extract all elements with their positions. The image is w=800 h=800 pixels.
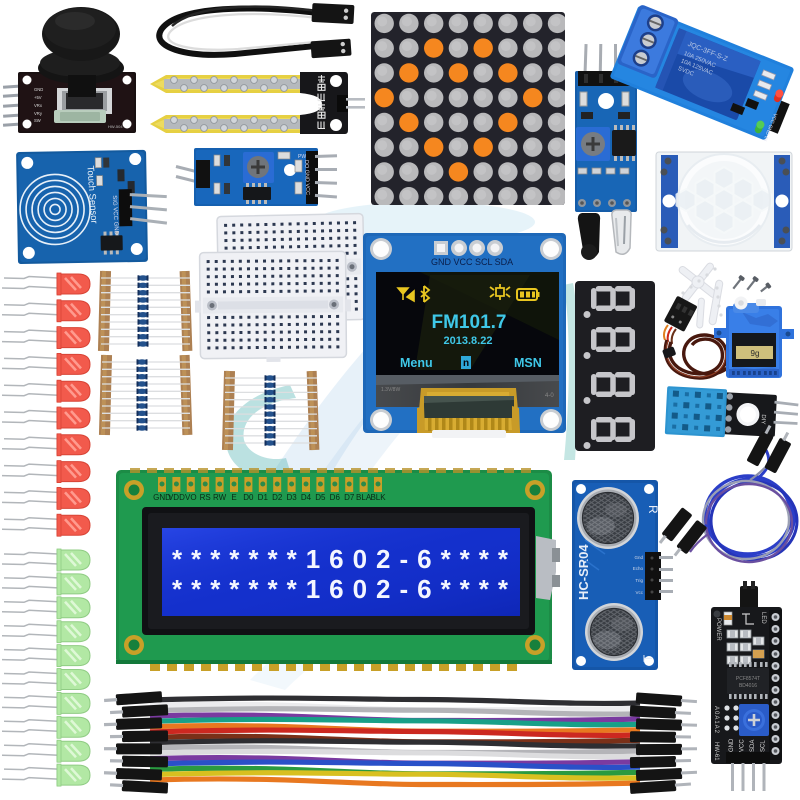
svg-text:D5: D5 [315, 493, 326, 502]
svg-text:VRy: VRy [34, 111, 43, 116]
svg-text:Gnd: Gnd [634, 555, 643, 560]
svg-text:D0: D0 [243, 493, 254, 502]
svg-text:E: E [231, 493, 236, 502]
svg-text:BLA: BLA [356, 493, 372, 502]
svg-text:D1: D1 [258, 493, 269, 502]
svg-text:D2: D2 [272, 493, 283, 502]
svg-text:DIY: DIY [759, 414, 766, 424]
svg-text:SW: SW [34, 118, 41, 123]
svg-text:RW: RW [213, 493, 227, 502]
svg-text:+5V: +5V [34, 95, 42, 100]
svg-text:R: R [646, 505, 660, 514]
svg-text:A0A1A2: A0A1A2 [713, 706, 719, 734]
svg-text:PCF8574T: PCF8574T [736, 676, 760, 682]
svg-text:1.3V/8W: 1.3V/8W [381, 387, 400, 393]
svg-text:SIG VCC GND: SIG VCC GND [111, 195, 119, 236]
svg-text:VRx: VRx [34, 103, 43, 108]
svg-text:RS: RS [200, 493, 211, 502]
svg-text:HW-61: HW-61 [713, 742, 719, 761]
svg-text:BD4016: BD4016 [739, 683, 757, 689]
svg-text:GND VCC SCL SDA: GND VCC SCL SDA [431, 257, 513, 267]
svg-text:T: T [641, 654, 655, 662]
svg-text:Echo: Echo [633, 566, 644, 571]
svg-text:9g: 9g [751, 349, 760, 358]
svg-text:SDA: SDA [750, 740, 756, 752]
svg-text:HC-SR04: HC-SR04 [576, 544, 591, 600]
svg-text:Touch Sensor: Touch Sensor [84, 165, 99, 224]
svg-text:2013.8.22: 2013.8.22 [444, 335, 493, 347]
svg-text:Menu: Menu [400, 356, 433, 370]
svg-text:MSN: MSN [514, 356, 542, 370]
svg-text:VCC: VCC [740, 739, 746, 752]
svg-text:GND: GND [153, 493, 171, 502]
svg-text:DO GND VCC: DO GND VCC [303, 160, 310, 195]
svg-text:D4: D4 [301, 493, 312, 502]
svg-text:LED: LED [760, 612, 766, 624]
svg-text:VO: VO [185, 493, 197, 502]
svg-text:POWER: POWER [715, 618, 721, 641]
svg-text:VDD: VDD [168, 493, 185, 502]
svg-text:n: n [463, 358, 469, 369]
svg-text:GND: GND [729, 738, 735, 752]
svg-text:4-0: 4-0 [545, 393, 554, 399]
svg-text:BLK: BLK [370, 493, 386, 502]
svg-text:Trig: Trig [635, 578, 643, 583]
svg-text:D7: D7 [344, 493, 355, 502]
svg-text:D3: D3 [286, 493, 297, 502]
svg-text:HW-504: HW-504 [108, 124, 123, 129]
svg-text:GND: GND [34, 87, 43, 92]
svg-text:FM101.7: FM101.7 [432, 312, 507, 333]
svg-text:Vcc: Vcc [635, 590, 643, 595]
svg-text:D6: D6 [330, 493, 341, 502]
svg-text:SCL: SCL [761, 740, 767, 752]
